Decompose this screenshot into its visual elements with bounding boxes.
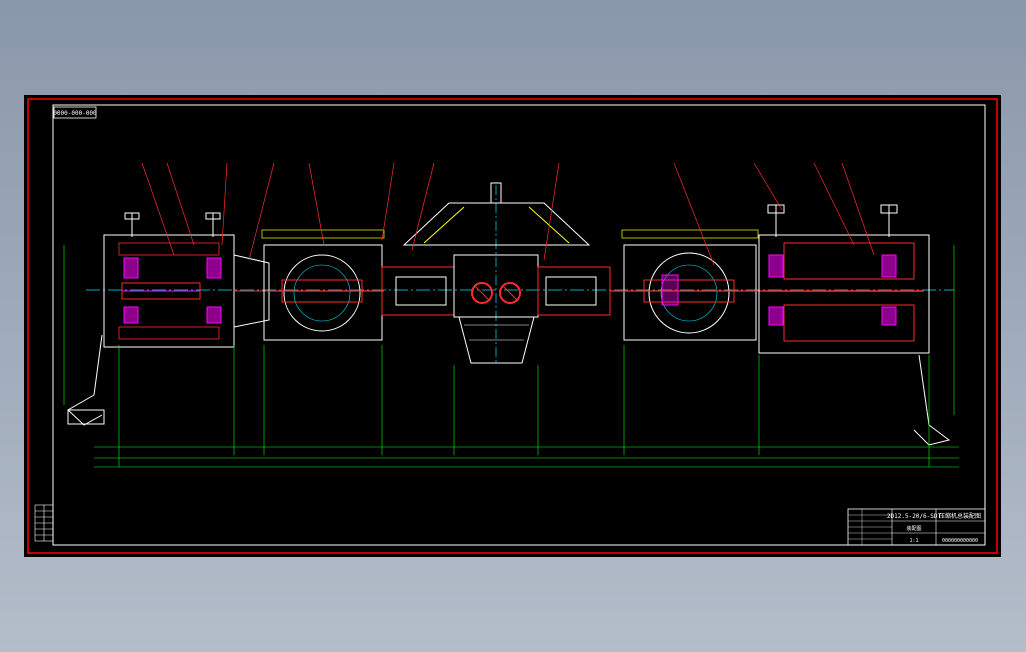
left-cylinder — [67, 212, 274, 426]
left-connecting-section — [381, 266, 455, 316]
left-rod-end — [395, 276, 447, 306]
right-cylinder — [758, 204, 951, 446]
leader-lines — [141, 162, 875, 266]
revision-strip — [34, 504, 54, 542]
right-rod-end — [545, 276, 597, 306]
scale: 1:1 — [909, 538, 918, 544]
frame-tag: 0000-000-000 — [53, 110, 97, 117]
drawing-name: 压缩机总装配图 — [939, 512, 981, 520]
inner-frame — [52, 104, 986, 546]
right-crosshead-guide — [610, 229, 764, 341]
right-connecting-section — [537, 266, 611, 316]
left-crosshead-guide — [261, 229, 385, 341]
outer-frame — [27, 98, 998, 554]
frame-tag-box — [53, 106, 97, 119]
dimension-lines — [63, 245, 959, 468]
crankcase — [402, 182, 591, 364]
sub-name: 装配图 — [906, 525, 921, 532]
drawing-number: 2D12.5-20/6-SDT — [887, 513, 942, 520]
title-block — [847, 508, 986, 546]
cad-viewport[interactable]: 0000-000-000 — [24, 95, 1001, 557]
company: 000000000000 — [942, 538, 978, 544]
drawing-canvas: 0000-000-000 — [27, 98, 998, 554]
